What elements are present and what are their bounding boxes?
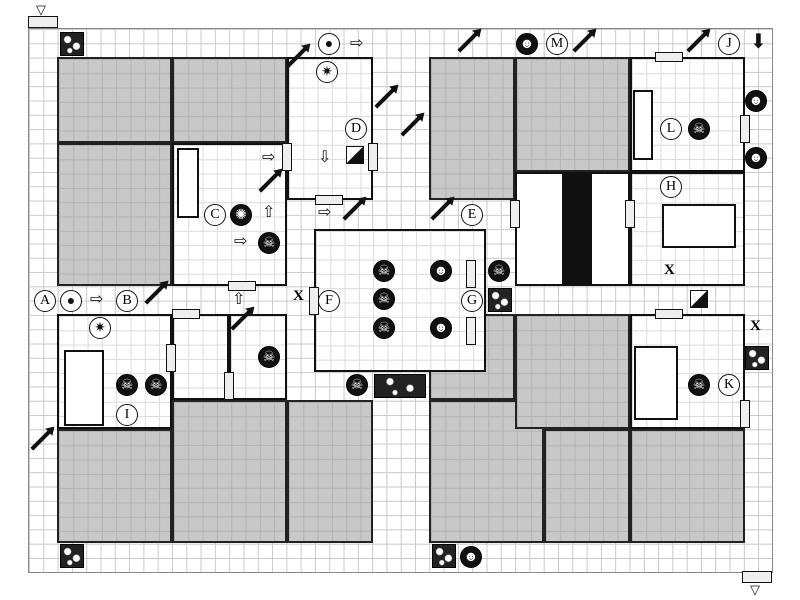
arrow-right-icon: ⇨ [90,291,104,308]
bench-furniture [633,90,653,160]
door-icon[interactable] [315,195,343,205]
solid-block [57,429,172,543]
skull-icon[interactable]: ☠ [488,260,510,282]
arrow-right-icon: ⇨ [350,35,364,52]
room-label-m: M [546,33,568,55]
skull-icon[interactable]: ☠ [373,288,395,310]
room-label-h: H [660,176,682,198]
door-icon[interactable] [172,309,200,319]
skull-icon[interactable]: ☠ [258,346,280,368]
solid-block [429,57,515,200]
orc-icon[interactable]: ☻ [430,260,452,282]
start-arrow-icon: ▽ [36,2,46,17]
x-mark: X [750,318,761,334]
door-icon[interactable] [228,281,256,291]
door-icon[interactable] [740,400,750,428]
door-icon[interactable] [368,143,378,171]
boulder-icon[interactable]: ● [60,290,82,312]
arrow-up-icon: ⇧ [232,291,246,308]
skull-icon[interactable]: ☠ [688,374,710,396]
skull-icon[interactable]: ☠ [346,374,368,396]
room-label-b: B [116,290,138,312]
throne-furniture [634,346,678,420]
demon-icon[interactable]: ✺ [230,204,252,226]
stairs-icon [690,290,708,308]
room-label-d: D [345,118,367,140]
arrow-right-icon: ⇨ [262,149,276,166]
solid-block [172,57,287,143]
orc-icon[interactable]: ☻ [745,147,767,169]
x-mark: X [664,262,675,278]
door-icon[interactable] [166,344,176,372]
door-icon[interactable] [282,143,292,171]
room-label-i: I [116,404,138,426]
door-icon[interactable] [655,52,683,62]
orc-icon[interactable]: ☻ [460,546,482,568]
skull-icon[interactable]: ☠ [373,317,395,339]
skull-icon[interactable]: ☠ [145,374,167,396]
spider-icon[interactable]: ✷ [89,317,111,339]
skull-icon[interactable]: ☠ [688,118,710,140]
room-label-l: L [660,118,682,140]
door-icon[interactable] [466,260,476,288]
solid-block [515,314,630,429]
door-icon[interactable] [655,309,683,319]
stairs-icon [346,146,364,164]
room-pit [515,172,630,286]
door-icon[interactable] [510,200,520,228]
arrow-down-black-icon: ⬇ [750,31,767,53]
solid-block [57,57,172,143]
room-label-a: A [34,290,56,312]
room-label-f: F [318,290,340,312]
solid-block [172,400,287,543]
door-icon[interactable] [224,372,234,400]
bench-furniture [177,148,199,218]
orc-icon[interactable]: ☻ [745,90,767,112]
solid-block [544,429,630,543]
door-icon[interactable] [625,200,635,228]
door-icon[interactable] [309,287,319,315]
skull-icon[interactable]: ☠ [373,260,395,282]
rubble-icon [60,544,84,568]
room-label-e: E [461,204,483,226]
pit-chasm [562,174,592,284]
solid-block [630,429,745,543]
room-label-j: J [718,33,740,55]
arrow-right-icon: ⇨ [234,233,248,250]
rubble-icon [745,346,769,370]
room-f [314,229,486,372]
torture-rack-furniture [662,204,736,248]
room-label-c: C [204,204,226,226]
door-icon[interactable] [466,317,476,345]
orc-icon[interactable]: ☻ [516,33,538,55]
skull-icon[interactable]: ☠ [258,232,280,254]
door-icon[interactable] [740,115,750,143]
room-label-g: G [461,290,483,312]
exit-arrow-icon[interactable] [742,571,772,583]
solid-block [57,143,172,286]
rubble-icon [432,544,456,568]
room-small-1 [172,314,229,400]
boulder-icon[interactable]: ● [318,33,340,55]
exit-arrow-icon: ▽ [750,582,760,597]
rubble-icon [374,374,426,398]
solid-block [515,57,630,172]
start-arrow-icon[interactable] [28,16,58,28]
spider-icon[interactable]: ✷ [316,61,338,83]
arrow-down-icon: ⇩ [318,149,332,166]
arrow-right-icon: ⇨ [318,204,332,221]
rubble-icon [488,288,512,312]
orc-icon[interactable]: ☻ [430,317,452,339]
rack-furniture [64,350,104,426]
skull-icon[interactable]: ☠ [116,374,138,396]
arrow-up-icon: ⇧ [262,204,276,221]
x-mark: X [293,288,304,304]
rubble-icon [60,32,84,56]
solid-block [287,400,373,543]
room-label-k: K [718,374,740,396]
